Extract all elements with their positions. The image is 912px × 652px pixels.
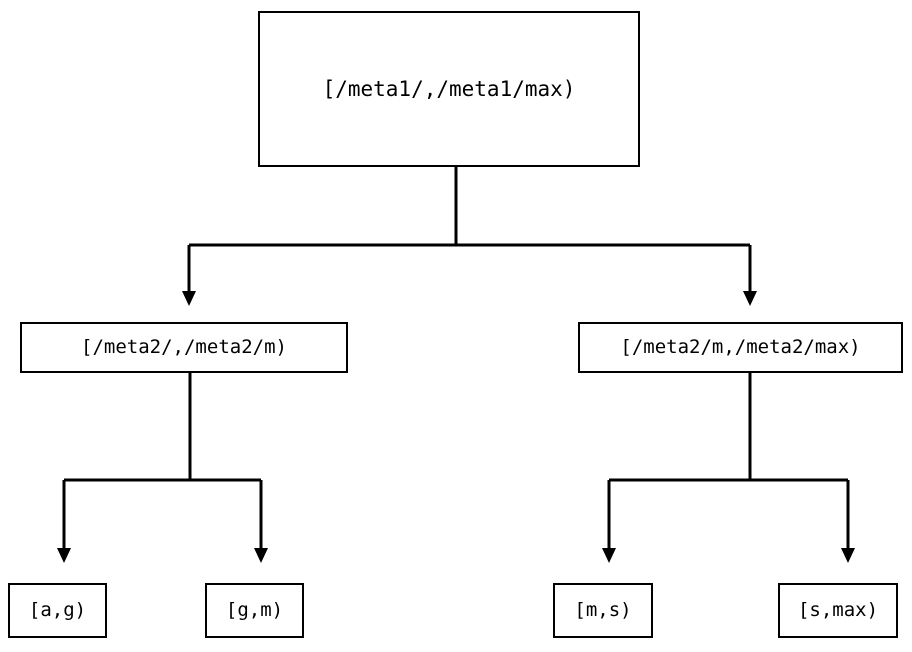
arrowhead-leaf-smax [841, 548, 855, 563]
node-leaf-s-max-label: [s,max) [797, 599, 879, 621]
arrowhead-leaf-ag [57, 548, 71, 563]
node-root-label: [/meta1/,/meta1/max) [322, 76, 576, 101]
node-root[interactable]: [/meta1/,/meta1/max) [258, 11, 640, 167]
node-leaf-g-m-label: [g,m) [225, 599, 284, 621]
arrowhead-leaf-ms [602, 548, 616, 563]
node-mid-right-label: [/meta2/m,/meta2/max) [620, 336, 861, 358]
node-leaf-s-max[interactable]: [s,max) [778, 583, 898, 638]
node-leaf-a-g[interactable]: [a,g) [8, 583, 107, 638]
arrowhead-mid-right [743, 291, 757, 306]
arrowhead-leaf-gm [254, 548, 268, 563]
node-mid-left-label: [/meta2/,/meta2/m) [81, 336, 287, 358]
node-leaf-m-s[interactable]: [m,s) [553, 583, 653, 638]
node-leaf-a-g-label: [a,g) [28, 599, 87, 621]
node-leaf-m-s-label: [m,s) [574, 599, 632, 621]
node-mid-right[interactable]: [/meta2/m,/meta2/max) [578, 322, 903, 373]
node-mid-left[interactable]: [/meta2/,/meta2/m) [20, 322, 348, 373]
arrowhead-mid-left [182, 291, 196, 306]
node-leaf-g-m[interactable]: [g,m) [205, 583, 304, 638]
